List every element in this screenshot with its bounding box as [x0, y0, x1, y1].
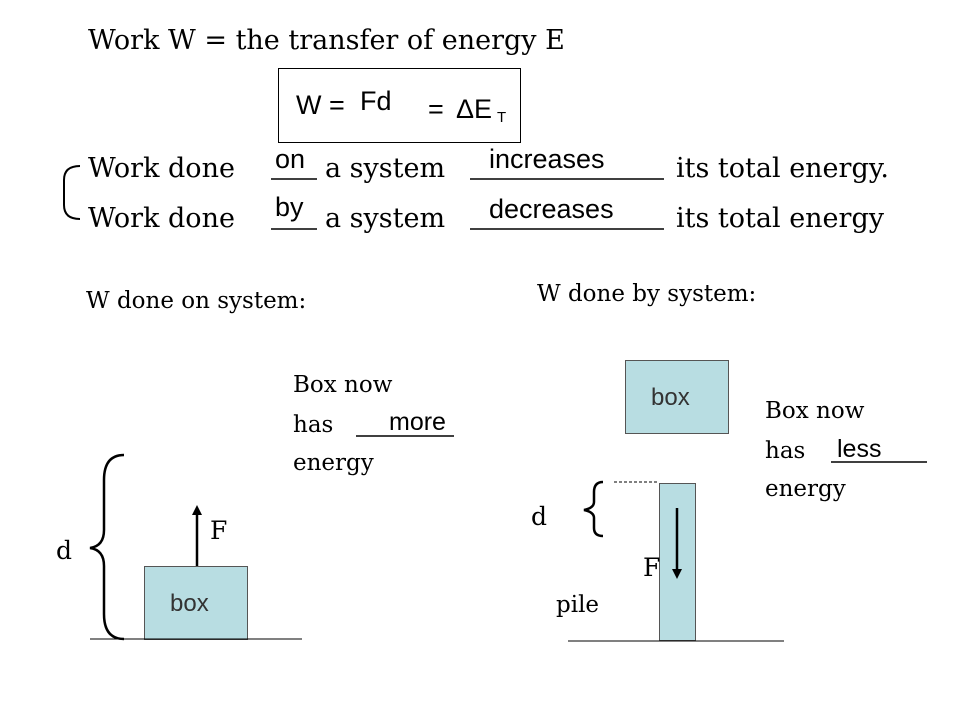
right-note-line3: energy	[765, 476, 846, 502]
right-box	[625, 360, 729, 434]
formula-w-equals: W =	[296, 90, 345, 120]
left-panel-heading: W done on system:	[86, 288, 307, 314]
pile-label: pile	[556, 592, 600, 618]
statement-1-prefix: Work done	[88, 153, 235, 184]
left-force-label: F	[210, 516, 228, 545]
left-note-answer: more	[389, 408, 446, 436]
statement-2-prefix: Work done	[88, 203, 235, 234]
right-note-line2: has	[765, 438, 806, 464]
statement-1-blank: on	[275, 144, 306, 174]
statement-2-answer: decreases	[489, 194, 614, 224]
formula-equals: =	[428, 94, 444, 124]
left-note-line3: energy	[293, 450, 374, 476]
right-distance-brace	[583, 480, 604, 538]
left-distance-label: d	[56, 536, 73, 565]
formula-subscript-t: T	[497, 109, 507, 126]
right-panel-heading: W done by system:	[537, 281, 757, 307]
right-box-label: box	[651, 384, 690, 411]
right-force-label: F	[643, 553, 661, 582]
left-note-line1: Box now	[293, 372, 393, 398]
statement-1-suffix: its total energy.	[676, 153, 889, 184]
left-box	[144, 566, 248, 640]
statement-1-middle: a system	[325, 153, 446, 184]
right-note-line1: Box now	[765, 398, 865, 424]
formula-delta-e: ΔE	[456, 94, 493, 124]
left-distance-brace	[89, 453, 125, 641]
right-note-answer: less	[837, 435, 882, 463]
formula-fd: Fd	[360, 86, 392, 116]
statement-1-answer: increases	[489, 144, 605, 174]
statement-2-middle: a system	[325, 203, 446, 234]
statement-2-suffix: its total energy	[676, 203, 884, 234]
formula-box	[278, 68, 521, 143]
left-note-line2: has	[293, 412, 334, 438]
right-distance-label: d	[531, 502, 548, 531]
page-title: Work W = the transfer of energy E	[88, 25, 565, 56]
statements-brace	[63, 165, 81, 220]
statement-2-blank: by	[275, 192, 304, 222]
left-box-label: box	[170, 590, 209, 617]
